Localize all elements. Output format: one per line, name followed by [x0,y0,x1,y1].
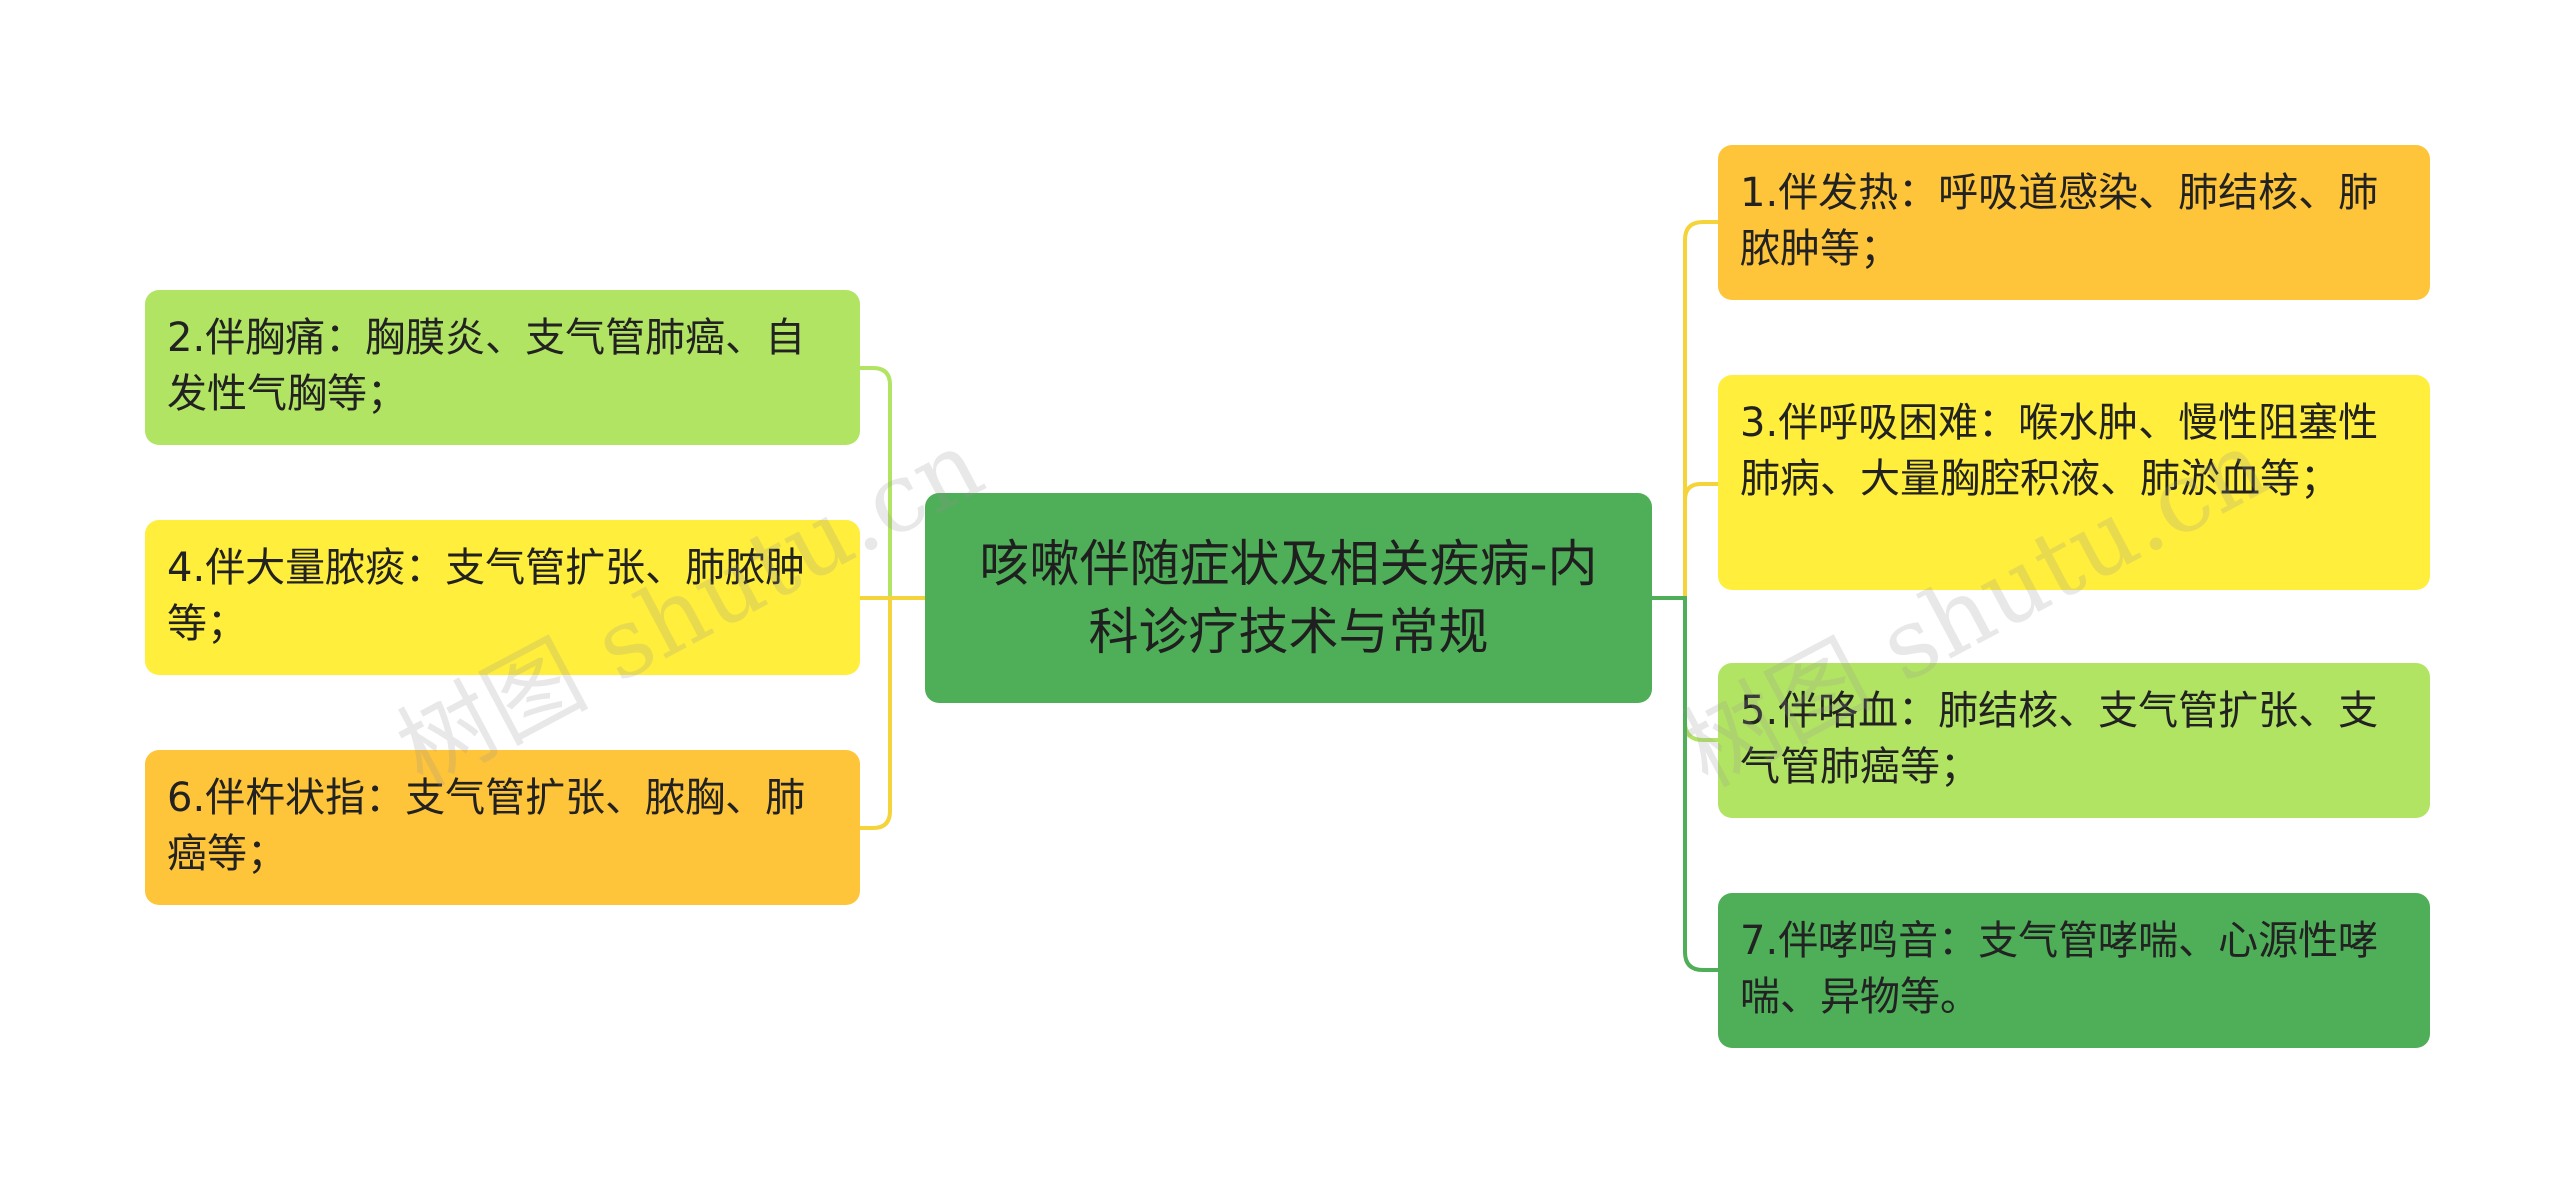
topic-hemoptysis[interactable]: 5.伴咯血：肺结核、支气管扩张、支气管肺癌等； [1718,663,2430,818]
topic-fever[interactable]: 1.伴发热：呼吸道感染、肺结核、肺脓肿等； [1718,145,2430,300]
topic-text: 5.伴咯血：肺结核、支气管扩张、支气管肺癌等； [1740,688,2379,790]
topic-text: 3.伴呼吸困难：喉水肿、慢性阻塞性肺病、大量胸腔积液、肺淤血等； [1740,400,2379,502]
topic-text: 7.伴哮鸣音：支气管哮喘、心源性哮喘、异物等。 [1740,918,2379,1020]
topic-text: 2.伴胸痛：胸膜炎、支气管肺癌、自发性气胸等； [167,315,806,417]
connector-left-2 [860,366,925,600]
topic-purulent-sputum[interactable]: 4.伴大量脓痰：支气管扩张、肺脓肿等； [145,520,860,675]
topic-dyspnea[interactable]: 3.伴呼吸困难：喉水肿、慢性阻塞性肺病、大量胸腔积液、肺淤血等； [1718,375,2430,590]
central-topic[interactable]: 咳嗽伴随症状及相关疾病-内科诊疗技术与常规 [925,493,1652,703]
topic-text: 1.伴发热：呼吸道感染、肺结核、肺脓肿等； [1740,170,2379,272]
topic-text: 4.伴大量脓痰：支气管扩张、肺脓肿等； [167,545,806,647]
central-topic-text: 咳嗽伴随症状及相关疾病-内科诊疗技术与常规 [979,535,1598,661]
topic-wheezing[interactable]: 7.伴哮鸣音：支气管哮喘、心源性哮喘、异物等。 [1718,893,2430,1048]
connector-right-3 [1652,482,1718,600]
connector-right-7 [1652,596,1718,972]
topic-chest-pain[interactable]: 2.伴胸痛：胸膜炎、支气管肺癌、自发性气胸等； [145,290,860,445]
connector-right-1 [1652,220,1718,600]
connector-left-6 [860,596,925,830]
topic-clubbed-fingers[interactable]: 6.伴杵状指：支气管扩张、脓胸、肺癌等； [145,750,860,905]
topic-text: 6.伴杵状指：支气管扩张、脓胸、肺癌等； [167,775,806,877]
